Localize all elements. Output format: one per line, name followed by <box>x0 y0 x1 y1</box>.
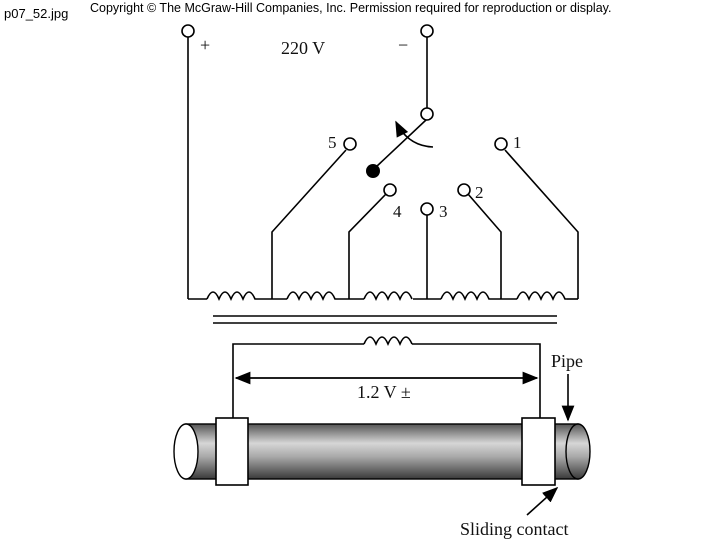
tap-label-2: 2 <box>475 183 484 202</box>
primary-coil-2 <box>286 291 337 302</box>
plus-terminal <box>181 24 195 38</box>
primary-coil-3 <box>363 291 413 302</box>
primary-coil-4 <box>440 291 491 302</box>
contact-pointer-arrow <box>526 486 559 516</box>
plus-label: + <box>200 35 210 55</box>
minus-label: − <box>398 35 408 55</box>
primary-coil-5 <box>516 291 567 302</box>
filename-label: p07_52.jpg <box>4 6 69 21</box>
tap-terminal-4 <box>383 183 397 197</box>
supply-voltage-label: 220 V <box>281 38 325 58</box>
tap-terminal-1 <box>494 137 508 151</box>
primary-coil-1 <box>206 291 257 302</box>
tap-wire-2 <box>467 193 502 299</box>
tap-label-1: 1 <box>513 133 522 152</box>
secondary-coil <box>363 336 413 347</box>
tap-wire-4 <box>348 193 387 299</box>
minus-terminal <box>420 24 434 38</box>
pipe <box>173 423 591 480</box>
switch-rotation-arrow <box>395 120 434 148</box>
sliding-contact-clamp <box>521 417 556 486</box>
output-voltage-label: 1.2 V ± <box>357 382 411 402</box>
tap-label-4: 4 <box>393 202 402 221</box>
copyright-notice: Copyright © The McGraw-Hill Companies, I… <box>90 1 612 15</box>
switch-arm <box>375 119 427 168</box>
sliding-contact-label: Sliding contact <box>460 519 568 539</box>
fixed-clamp <box>215 417 249 486</box>
tap-label-5: 5 <box>328 133 337 152</box>
switch-pivot <box>420 107 434 121</box>
tap-terminal-2 <box>457 183 471 197</box>
tap-wire-5 <box>271 149 347 299</box>
tap-wire-1 <box>504 149 579 299</box>
secondary-wire-right <box>412 343 541 420</box>
switch-contact-dot <box>366 164 380 178</box>
tap-terminal-3 <box>420 202 434 216</box>
tap-label-3: 3 <box>439 202 448 221</box>
secondary-wire-left <box>232 343 364 420</box>
pipe-label: Pipe <box>551 351 583 371</box>
tap-terminal-5 <box>343 137 357 151</box>
